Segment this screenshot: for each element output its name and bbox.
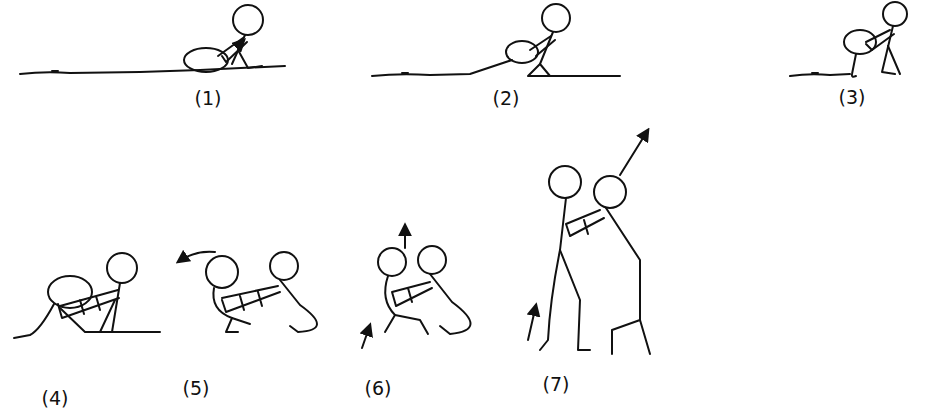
figure-standing-stroke (594, 176, 626, 208)
figure-squat-stroke (280, 280, 317, 332)
figure-lift-stroke (362, 325, 370, 348)
figure-lift-stroke (392, 282, 432, 306)
figure-squat (178, 252, 317, 332)
figure-standing-stroke (606, 208, 650, 354)
figure-squat-stroke (178, 252, 215, 262)
figure-lift-stroke (418, 246, 446, 274)
figure-lying-stroke (52, 70, 58, 72)
figure-sitting-stroke (852, 54, 856, 77)
figure-lift-stroke (385, 276, 395, 332)
figure-lift-stroke (395, 315, 428, 334)
figure-lying-stroke (218, 38, 247, 62)
step-number: (2) (493, 87, 520, 109)
figure-standing-stroke (560, 250, 590, 350)
figure-sitting-stroke (790, 74, 850, 76)
figure-sitting (790, 2, 907, 77)
figure-squat-stroke (206, 256, 238, 288)
step-number: (5) (183, 377, 210, 399)
figure-grip (14, 253, 160, 338)
figure-grip-stroke (58, 290, 119, 318)
figure-standing-stroke (540, 198, 566, 350)
figure-sitting-up-stroke (402, 72, 408, 74)
figure-lying-stroke (238, 50, 262, 68)
step-number: (1) (195, 87, 222, 109)
figure-lying-stroke (240, 40, 244, 44)
figure-sitting-up-stroke (530, 36, 555, 56)
figure-lying-stroke (20, 66, 285, 74)
figure-lying-stroke (184, 48, 228, 72)
figure-grip-stroke (107, 253, 137, 283)
figure-squat-stroke (232, 318, 250, 324)
figure-standing-stroke (620, 130, 648, 175)
figure-sitting-stroke (883, 2, 907, 26)
figure-lift-stroke (430, 274, 471, 334)
figure-lift (362, 225, 471, 348)
figure-lift-stroke (378, 248, 406, 276)
figure-grip-stroke (14, 304, 54, 338)
figure-sitting-up-stroke (372, 60, 512, 76)
figure-squat-stroke (270, 252, 298, 280)
figure-sitting-stroke (812, 72, 818, 74)
figure-sitting-up (372, 4, 620, 76)
figure-standing-stroke (528, 305, 536, 340)
figure-sitting-up-stroke (542, 4, 570, 32)
step-number: (6) (365, 377, 392, 399)
step-number: (4) (42, 387, 69, 409)
figure-standing (528, 130, 650, 354)
figure-sitting-stroke (888, 46, 900, 74)
step-number: (3) (839, 86, 866, 108)
figure-sitting-stroke (866, 30, 894, 50)
figure-lift-stroke (404, 225, 406, 248)
figure-standing-stroke (549, 166, 581, 198)
step-number: (7) (543, 373, 570, 395)
figure-lying (20, 5, 285, 74)
figure-lying-stroke (233, 5, 263, 35)
figure-squat-stroke (222, 286, 280, 312)
figure-sitting-up-stroke (528, 64, 620, 76)
figure-standing-stroke (566, 210, 604, 236)
figure-sitting-up-stroke (506, 41, 538, 63)
